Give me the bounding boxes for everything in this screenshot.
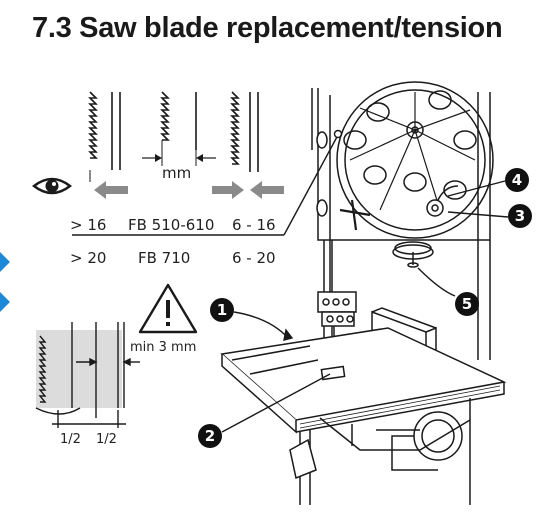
callout-3: 3 (508, 204, 532, 228)
tension-label-row1: > 16 (70, 216, 107, 234)
range-label-row2: 6 - 20 (232, 249, 276, 267)
callout-leaders (221, 180, 509, 433)
callout-2: 2 (198, 424, 222, 448)
eye-icon (32, 177, 72, 195)
model-label-row2: FB 710 (138, 249, 191, 267)
range-label-row1: 6 - 16 (232, 216, 276, 234)
leader-line (283, 134, 339, 236)
gap-unit-label: mm (162, 164, 192, 182)
min-gap-label: min 3 mm (130, 340, 197, 355)
side-marker (0, 252, 10, 312)
page-title: 7.3 Saw blade replacement/tension (32, 12, 503, 44)
blade-tooth-diagram (88, 91, 259, 182)
gap-dimension (142, 154, 216, 162)
band-saw-machine (220, 81, 507, 505)
half-right-label: 1/2 (96, 432, 117, 447)
callout-1: 1 (210, 298, 234, 322)
model-label-row1: FB 510-610 (128, 216, 215, 234)
tension-label-row2: > 20 (70, 249, 107, 267)
callout-4: 4 (505, 168, 529, 192)
callout-5: 5 (455, 292, 479, 316)
arrow-icon (94, 181, 284, 199)
blade-guide-diagram (35, 322, 140, 428)
half-left-label: 1/2 (60, 432, 81, 447)
warning-triangle-icon (138, 283, 198, 334)
